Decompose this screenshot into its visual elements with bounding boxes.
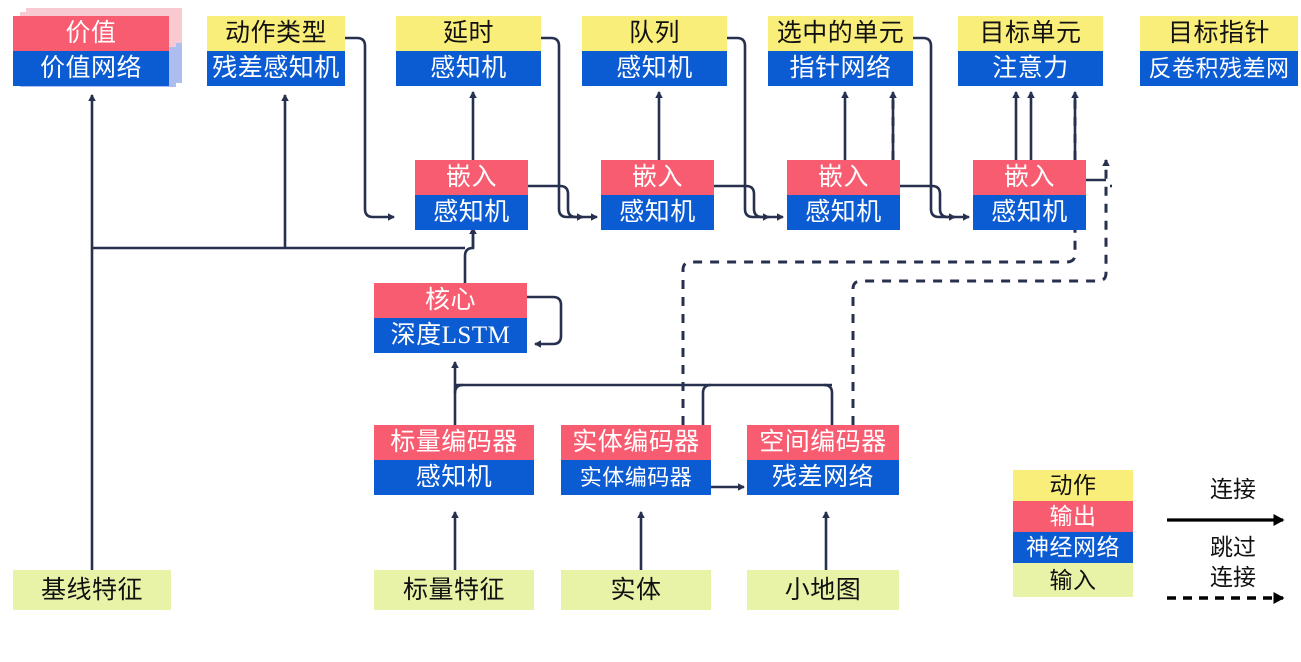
legend-connection-label: 连接 — [1210, 477, 1256, 502]
node-embed-3-network-label: 感知机 — [787, 195, 900, 230]
node-action-type-network-label: 残差感知机 — [207, 51, 345, 86]
node-spatial-encoder[interactable]: 空间编码器 残差网络 — [747, 425, 899, 495]
input-baseline-features[interactable]: 基线特征 — [13, 570, 171, 610]
node-entity-encoder-network-label: 实体编码器 — [561, 460, 711, 495]
node-value[interactable]: 价值 价值网络 — [13, 16, 169, 86]
node-embed-2-output-label: 嵌入 — [601, 160, 714, 195]
node-selected-units[interactable]: 选中的单元 指针网络 — [768, 16, 913, 86]
node-target-point-action-label: 目标指针 — [1140, 16, 1298, 51]
node-scalar-encoder[interactable]: 标量编码器 感知机 — [374, 425, 534, 495]
legend-skip-label-line2: 连接 — [1210, 565, 1256, 590]
node-embed-1[interactable]: 嵌入 感知机 — [415, 160, 528, 230]
input-scalar-features[interactable]: 标量特征 — [374, 570, 534, 610]
node-target-point-network-label: 反卷积残差网 — [1140, 51, 1298, 86]
node-embed-1-output-label: 嵌入 — [415, 160, 528, 195]
node-scalar-encoder-network-label: 感知机 — [374, 460, 534, 495]
node-embed-2-network-label: 感知机 — [601, 195, 714, 230]
node-scalar-encoder-output-label: 标量编码器 — [374, 425, 534, 460]
input-entities[interactable]: 实体 — [561, 570, 711, 610]
node-embed-3-output-label: 嵌入 — [787, 160, 900, 195]
node-delay[interactable]: 延时 感知机 — [396, 16, 541, 86]
node-embed-3[interactable]: 嵌入 感知机 — [787, 160, 900, 230]
node-entity-encoder-output-label: 实体编码器 — [561, 425, 711, 460]
node-action-type[interactable]: 动作类型 残差感知机 — [207, 16, 345, 86]
input-scalar-features-label: 标量特征 — [374, 570, 534, 610]
node-target-unit-network-label: 注意力 — [958, 51, 1103, 86]
node-target-unit-action-label: 目标单元 — [958, 16, 1103, 51]
node-spatial-encoder-network-label: 残差网络 — [747, 460, 899, 495]
node-selected-units-action-label: 选中的单元 — [768, 16, 913, 51]
node-embed-2[interactable]: 嵌入 感知机 — [601, 160, 714, 230]
node-entity-encoder[interactable]: 实体编码器 实体编码器 — [561, 425, 711, 495]
node-target-unit[interactable]: 目标单元 注意力 — [958, 16, 1103, 86]
node-value-network-label: 价值网络 — [13, 51, 169, 86]
node-delay-network-label: 感知机 — [396, 51, 541, 86]
legend-swatch-action: 动作 — [1013, 470, 1133, 501]
legend-arrow-shapes — [1167, 514, 1285, 604]
legend-swatch-input: 输入 — [1013, 563, 1133, 597]
legend-skip-label-line1: 跳过 — [1210, 535, 1256, 560]
node-core-network-label: 深度LSTM — [374, 318, 527, 353]
node-embed-4[interactable]: 嵌入 感知机 — [973, 160, 1086, 230]
node-core-output-label: 核心 — [374, 283, 527, 318]
legend-swatch-output: 输出 — [1013, 501, 1133, 532]
input-minimap-label: 小地图 — [747, 570, 899, 610]
node-action-type-action-label: 动作类型 — [207, 16, 345, 51]
node-embed-4-output-label: 嵌入 — [973, 160, 1086, 195]
legend-arrows: 连接 跳过 连接 — [1165, 478, 1301, 604]
input-baseline-features-label: 基线特征 — [13, 570, 171, 610]
node-delay-action-label: 延时 — [396, 16, 541, 51]
legend-swatch-network: 神经网络 — [1013, 532, 1133, 563]
node-selected-units-network-label: 指针网络 — [768, 51, 913, 86]
input-entities-label: 实体 — [561, 570, 711, 610]
node-queued-network-label: 感知机 — [582, 51, 727, 86]
input-minimap[interactable]: 小地图 — [747, 570, 899, 610]
node-embed-1-network-label: 感知机 — [415, 195, 528, 230]
node-embed-4-network-label: 感知机 — [973, 195, 1086, 230]
node-target-point[interactable]: 目标指针 反卷积残差网 — [1140, 16, 1298, 86]
node-queued[interactable]: 队列 感知机 — [582, 16, 727, 86]
legend-swatches: 动作 输出 神经网络 输入 — [1013, 470, 1133, 597]
node-value-output-label: 价值 — [13, 16, 169, 51]
node-spatial-encoder-output-label: 空间编码器 — [747, 425, 899, 460]
node-queued-action-label: 队列 — [582, 16, 727, 51]
node-core[interactable]: 核心 深度LSTM — [374, 283, 527, 353]
